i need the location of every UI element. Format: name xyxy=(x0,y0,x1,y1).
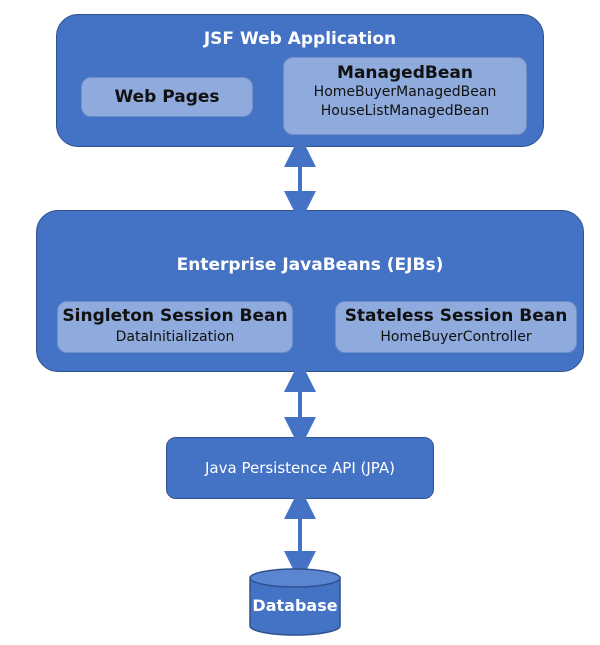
managed-bean-box: ManagedBean HomeBuyerManagedBean HouseLi… xyxy=(283,57,527,135)
managed-bean-item: HomeBuyerManagedBean xyxy=(313,84,497,100)
web-pages-box: Web Pages xyxy=(81,77,253,117)
managed-bean-title: ManagedBean xyxy=(337,63,473,83)
managed-bean-item: HouseListManagedBean xyxy=(320,103,490,119)
stateless-item: HomeBuyerController xyxy=(380,329,532,345)
database-cylinder xyxy=(249,568,341,636)
stateless-title: Stateless Session Bean xyxy=(344,306,568,326)
singleton-item: DataInitialization xyxy=(115,329,235,345)
stateless-session-bean-box: Stateless Session Bean HomeBuyerControll… xyxy=(335,301,577,353)
singleton-title: Singleton Session Bean xyxy=(62,306,288,326)
jpa-label: Java Persistence API (JPA) xyxy=(205,459,395,477)
database-label: Database xyxy=(252,596,338,615)
web-pages-label: Web Pages xyxy=(114,87,220,107)
ejb-title: Enterprise JavaBeans (EJBs) xyxy=(176,255,444,275)
jsf-title: JSF Web Application xyxy=(203,29,397,49)
singleton-session-bean-box: Singleton Session Bean DataInitializatio… xyxy=(57,301,293,353)
jsf-web-application-box: JSF Web Application Web Pages ManagedBea… xyxy=(56,14,544,147)
